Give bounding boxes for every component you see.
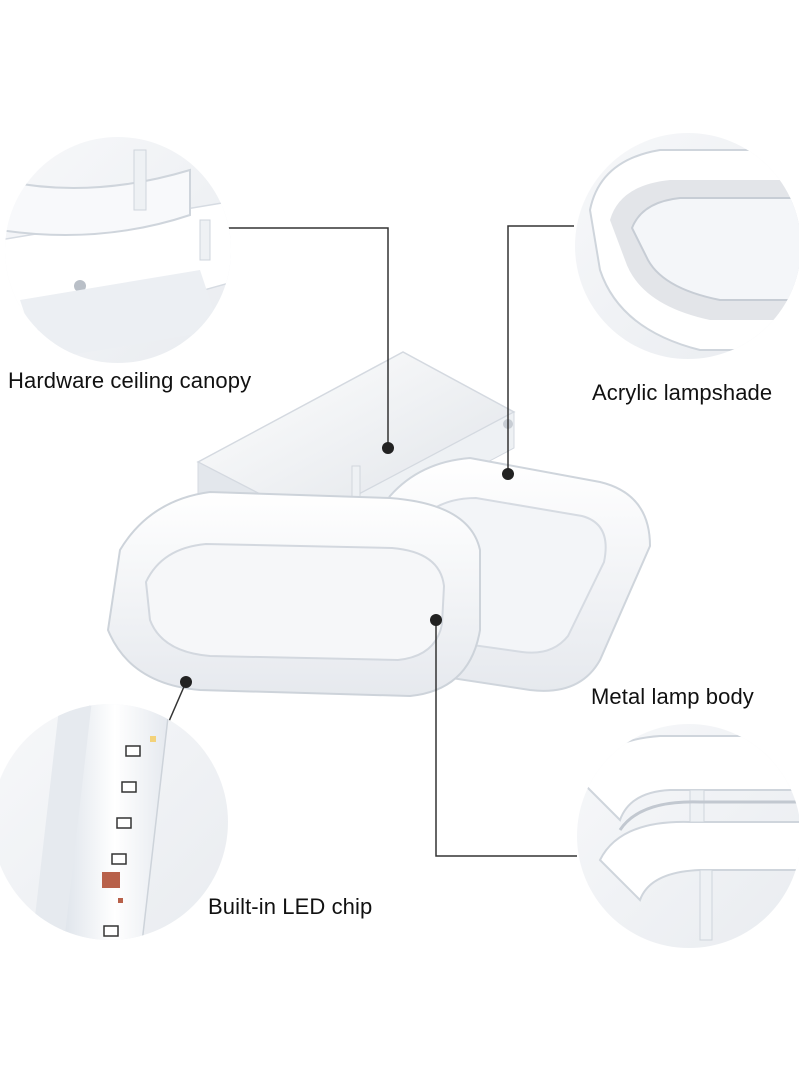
dot-lampshade — [502, 468, 514, 480]
detail-circle-canopy — [5, 137, 231, 363]
dot-canopy — [382, 442, 394, 454]
main-lamp — [106, 351, 652, 698]
dot-body — [430, 614, 442, 626]
screw-icon — [74, 280, 86, 292]
led-chip-icon — [102, 736, 156, 937]
acrylic-ring-front — [106, 490, 481, 698]
detail-circle-lampshade — [575, 133, 799, 359]
detail-circle-led — [0, 704, 228, 940]
callout-label-lampshade: Acrylic lampshade — [592, 380, 773, 405]
detail-circle-body — [577, 724, 799, 948]
leader-line-lampshade — [507, 225, 574, 474]
leader-line-canopy — [222, 227, 389, 448]
leader-line-body — [435, 620, 577, 857]
callout-label-led: Built-in LED chip — [208, 894, 373, 919]
callout-dots — [180, 442, 514, 688]
callout-label-canopy: Hardware ceiling canopy — [8, 368, 252, 393]
callout-label-body: Metal lamp body — [591, 684, 754, 709]
dot-led — [180, 676, 192, 688]
